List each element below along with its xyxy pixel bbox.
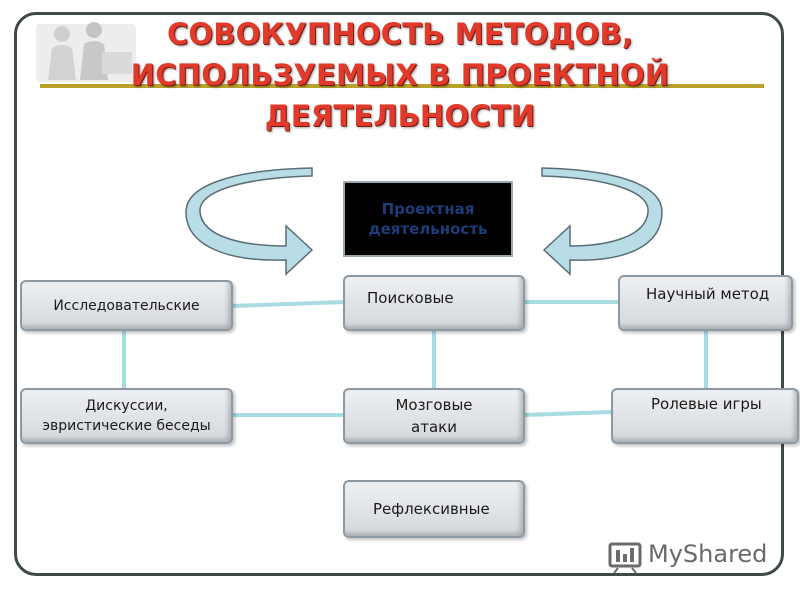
connector-brainstorm-roleplay	[523, 410, 613, 417]
node-scientific-label: Научный метод	[646, 285, 770, 303]
node-reflexive: Рефлексивные	[343, 480, 525, 538]
node-search: Поисковые	[343, 275, 525, 331]
center-node-project-activity: Проектная деятельность	[343, 181, 513, 257]
node-discussions: Дискуссии, эвристические беседы	[20, 388, 233, 444]
node-research-label: Исследовательские	[53, 297, 200, 314]
node-brainstorm: Мозговые атаки	[343, 388, 525, 444]
logo-text: MyShared	[648, 540, 768, 568]
page-title: СОВОКУПНОСТЬ МЕТОДОВ, ИСПОЛЬЗУЕМЫХ В ПРО…	[130, 17, 670, 133]
left-curved-arrow-icon	[185, 167, 314, 276]
node-search-label: Поисковые	[367, 289, 454, 307]
node-roleplay-label: Ролевые игры	[651, 395, 762, 413]
title-underline	[40, 84, 764, 88]
myshared-logo-icon	[608, 542, 642, 574]
connector-research-search	[231, 300, 345, 308]
node-brainstorm-label: Мозговые атаки	[395, 396, 473, 436]
node-reflexive-label: Рефлексивные	[373, 500, 490, 518]
node-roleplay: Ролевые игры	[611, 388, 799, 444]
node-research: Исследовательские	[20, 280, 233, 331]
node-discussions-label: Дискуссии, эвристические беседы	[42, 398, 211, 434]
right-curved-arrow-icon	[541, 167, 663, 276]
people-silhouette-icon	[36, 22, 136, 82]
node-scientific: Научный метод	[618, 275, 793, 331]
